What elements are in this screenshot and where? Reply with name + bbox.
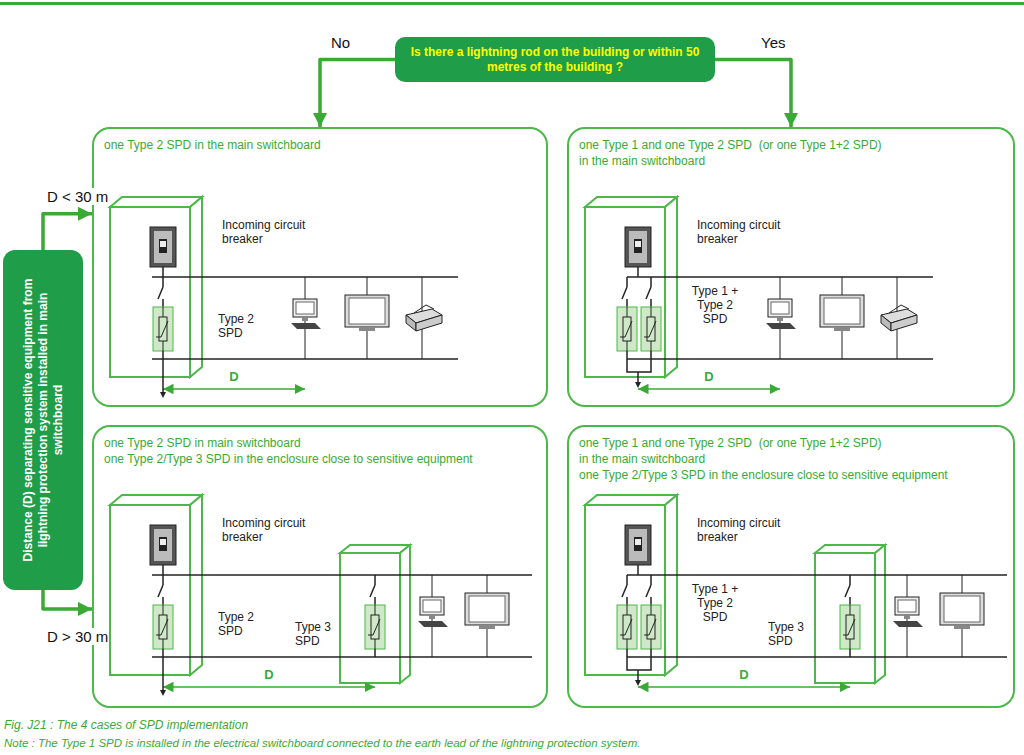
component-label: Incoming circuit breaker bbox=[697, 516, 785, 544]
node-text: one Type 1 and one Type 2 SPD (or one Ty… bbox=[579, 435, 891, 467]
connector-arrow bbox=[320, 60, 395, 128]
component-label: Incoming circuit breaker bbox=[222, 516, 310, 544]
connector-arrow bbox=[715, 60, 791, 128]
component-label: Type 3 SPD bbox=[295, 620, 337, 648]
component-label: Type 2 SPD bbox=[218, 312, 268, 340]
figure-caption: Fig. J21 : The 4 cases of SPD implementa… bbox=[4, 718, 248, 732]
dimension-label: D bbox=[701, 370, 717, 384]
note-text: Note : The Type 1 SPD is installed in th… bbox=[4, 736, 640, 750]
component-label: Type 1 + Type 2 SPD bbox=[690, 582, 740, 624]
case-panel: one Type 2 SPD in main switchboardone Ty… bbox=[92, 425, 548, 708]
node-text: one Type 2 SPD in main switchboard bbox=[104, 435, 536, 451]
dimension-label: D bbox=[261, 668, 277, 682]
edge-label: No bbox=[330, 34, 351, 51]
component-label: Type 3 SPD bbox=[768, 620, 810, 648]
edge-label: D > 30 m bbox=[46, 628, 109, 645]
node-text: Is there a lightning rod on the building… bbox=[405, 45, 705, 75]
node-text: one Type 2/Type 3 SPD in the enclosure c… bbox=[104, 451, 536, 467]
component-label: Incoming circuit breaker bbox=[222, 218, 310, 246]
node-text: one Type 1 and one Type 2 SPD (or one Ty… bbox=[579, 137, 891, 169]
decision-box: Is there a lightning rod on the building… bbox=[395, 37, 715, 82]
case-panel: one Type 1 and one Type 2 SPD (or one Ty… bbox=[567, 127, 1015, 407]
component-label: Incoming circuit breaker bbox=[697, 218, 785, 246]
case-panel: one Type 2 SPD in the main switchboard bbox=[92, 127, 548, 407]
connector-arrow bbox=[43, 214, 92, 250]
node-text: Distance (D) separating sensitive equipm… bbox=[21, 260, 66, 580]
panel-illustration bbox=[110, 197, 458, 398]
edge-label: Yes bbox=[760, 34, 786, 51]
dimension-label: D bbox=[226, 370, 242, 384]
edge-label: D < 30 m bbox=[46, 188, 109, 205]
dimension-label: D bbox=[736, 668, 752, 682]
component-label: Type 2 SPD bbox=[218, 610, 268, 638]
case-panel: one Type 1 and one Type 2 SPD (or one Ty… bbox=[567, 425, 1015, 708]
panel-illustration bbox=[110, 495, 532, 696]
connector-arrow bbox=[43, 590, 92, 609]
distance-band: Distance (D) separating sensitive equipm… bbox=[3, 250, 83, 590]
node-text: one Type 2 SPD in the main switchboard bbox=[104, 137, 536, 153]
panel-illustration bbox=[585, 495, 1007, 687]
node-text: one Type 2/Type 3 SPD in the enclosure c… bbox=[579, 467, 1003, 483]
component-label: Type 1 + Type 2 SPD bbox=[690, 284, 740, 326]
panel-illustration bbox=[585, 197, 933, 389]
